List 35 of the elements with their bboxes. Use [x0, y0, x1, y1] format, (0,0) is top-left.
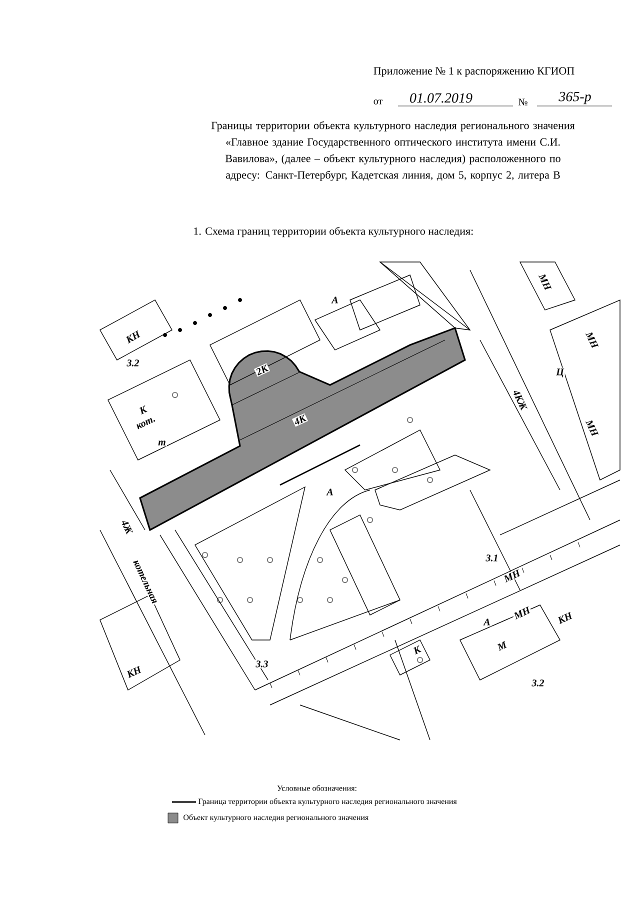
legend-heading: Условные обозначения:	[277, 785, 356, 791]
date-prefix: от	[374, 100, 382, 104]
map-label: МН	[537, 272, 553, 292]
map-label: 3.3	[254, 660, 270, 668]
map-label: КН	[556, 610, 574, 626]
handwritten-date: 01.07.2019	[410, 93, 472, 103]
legend-text: Граница территории объекта культурного наследия регионального значения	[198, 798, 457, 806]
map-label: А	[326, 488, 334, 496]
map-label: 4К	[292, 413, 308, 427]
map-label: М	[495, 640, 509, 652]
map-label: 4КЖ	[511, 388, 529, 412]
handwritten-number: 365-р	[558, 92, 591, 104]
map-label: m	[157, 440, 167, 446]
map-label: 3.1	[484, 554, 500, 562]
map-label: Ц	[555, 368, 565, 378]
map-label: 3.2	[126, 358, 140, 368]
map-label: МН	[502, 568, 522, 584]
map-label: 4Ж	[120, 518, 134, 536]
map-label: К	[137, 404, 149, 416]
legend-text: Объект культурного наследия регионального значения	[184, 814, 369, 822]
heading: Границы территории объекта культурного наследия регионального значения «Главное здание Государственного оптического института имени С.И. Вавилова», (далее – объект культурного наследия) расположенного по адресу: Санкт-Петербург, Кадетская линия, дом 5, корпус 2, литера В	[211, 121, 575, 181]
map-label: КН	[124, 664, 144, 680]
map-label: 3.2	[530, 678, 546, 688]
section-heading: 1. Схема границ территории объекта культурного наследия:	[194, 226, 473, 238]
map-label: МН	[584, 418, 600, 438]
map-label: КН	[124, 329, 142, 345]
map-label: К	[411, 644, 423, 656]
map-label: МН	[512, 605, 532, 621]
map-label: 2К	[254, 363, 270, 377]
number-sign: №	[518, 98, 528, 106]
map-label: А	[330, 296, 340, 304]
map-label: кот.	[134, 415, 158, 431]
appendix-note: Приложение № 1 к распоряжению КГИОП	[374, 67, 574, 77]
map-label: А	[482, 618, 492, 626]
map-label: МН	[584, 330, 600, 350]
